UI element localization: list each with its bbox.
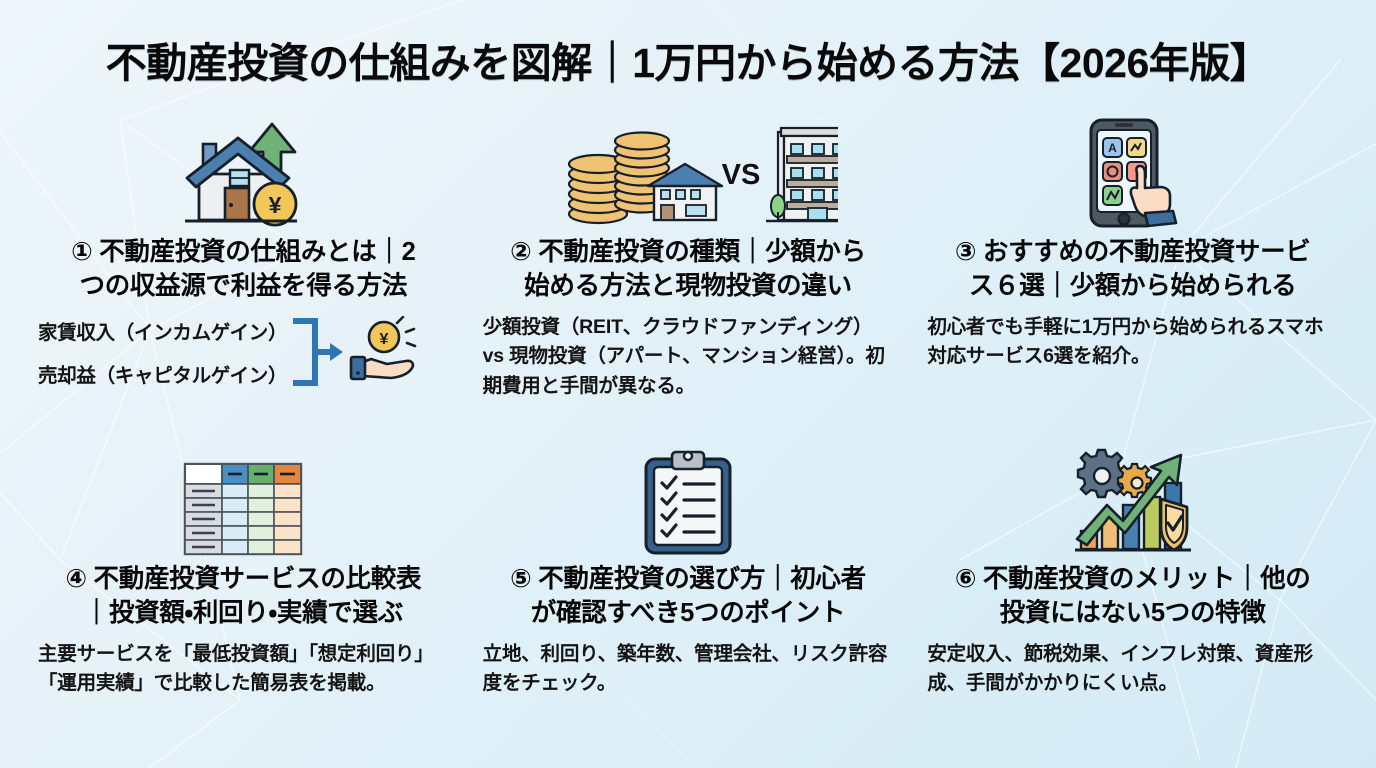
vs-label: VS [722,159,761,191]
card-1-heading-line-2: つの収益源で利益を得る方法 [79,271,408,300]
card-1-flow-diagram: 家賃収入（インカムゲイン） 売却益（キャピタルゲイン） [38,313,449,391]
page-title: 不動産投資の仕組みを図解｜1万円から始める方法【2026年版】 [105,40,1271,86]
smartphone-app-tap-icon: A [1075,118,1191,230]
card-1: ¥ ① 不動産投資の仕組みとは｜2 つの収益源で利益を得る方法 家賃収入（インカ… [26,118,461,441]
card-3-heading-line-1: ③ おすすめの不動産投資サービ [954,238,1311,266]
growth-chart-gears-shield-icon [1069,445,1197,557]
card-6-heading: ⑥ 不動産投資のメリット｜他の 投資にはない5つの特徴 [955,563,1311,631]
card-6: ⑥ 不動産投資のメリット｜他の 投資にはない5つの特徴 安定収入、節税効果、イン… [915,445,1350,768]
coins-house-vs-apartment-building-icon: VS [538,118,838,230]
card-5-heading-line-2: が確認すべき5つのポイント [530,598,846,627]
card-2-heading-line-1: ② 不動産投資の種類｜少額から [510,238,866,266]
card-2-heading: ② 不動産投資の種類｜少額から 始める方法と現物投資の違い [510,236,866,304]
comparison-table-icon [182,445,304,557]
card-6-heading-line-1: ⑥ 不動産投資のメリット｜他の [954,565,1311,593]
card-5-heading: ⑤ 不動産投資の選び方｜初心者 が確認すべき5つのポイント [510,563,866,631]
card-1-heading-line-1: ① 不動産投資の仕組みとは｜2 [71,238,416,266]
clipboard-checklist-icon [636,445,740,557]
card-5-body: 立地、利回り、築年数、管理会社、リスク許容度をチェック。 [482,642,888,695]
bracket-arrow-icon [289,313,345,391]
flow-label-capital-gain: 売却益（キャピタルゲイン） [38,364,288,387]
svg-text:A: A [1108,141,1117,155]
card-1-flow-labels: 家賃収入（インカムゲイン） 売却益（キャピタルゲイン） [38,316,288,388]
card-2-body: 少額投資（REIT、クラウドファンディング）vs 現物投資（アパート、マンション… [482,315,885,398]
card-1-heading: ① 不動産投資の仕組みとは｜2 つの収益源で利益を得る方法 [71,236,416,304]
svg-text:¥: ¥ [380,331,389,348]
card-6-body: 安定収入、節税効果、インフレ対策、資産形成、手間がかかりにくい点。 [927,642,1313,695]
house-with-growth-arrow-and-yen-coin-icon: ¥ [177,118,309,230]
flow-label-income-gain: 家賃収入（インカムゲイン） [38,321,288,344]
svg-text:¥: ¥ [269,192,282,218]
card-4-heading: ④ 不動産投資サービスの比較表 ｜投資額・利回り・実績で選ぶ [65,563,421,631]
card-3: A ③ おすすめの不動産投資サービ ス６選｜少額から始められる 初心者でも [915,118,1350,441]
card-5: ⑤ 不動産投資の選び方｜初心者 が確認すべき5つのポイント 立地、利回り、築年数… [471,445,906,768]
card-4: ④ 不動産投資サービスの比較表 ｜投資額・利回り・実績で選ぶ 主要サービスを「最… [26,445,461,768]
card-4-heading-line-2: ｜投資額・利回り・実績で選ぶ [83,598,403,627]
card-4-heading-line-1: ④ 不動産投資サービスの比較表 [65,565,422,593]
card-3-heading-line-2: ス６選｜少額から始められる [968,271,1297,300]
card-3-heading: ③ おすすめの不動産投資サービ ス６選｜少額から始められる [955,236,1311,304]
card-2-heading-line-2: 始める方法と現物投資の違い [524,271,852,300]
card-2: VS [471,118,906,441]
card-6-heading-line-2: 投資にはない5つの特徴 [999,598,1266,627]
card-3-body: 初心者でも手軽に1万円から始められるスマホ対応サービス6選を紹介。 [927,315,1324,368]
card-5-heading-line-1: ⑤ 不動産投資の選び方｜初心者 [510,565,866,593]
page-title-bar: 不動産投資の仕組みを図解｜1万円から始める方法【2026年版】 [26,0,1350,118]
hand-holding-yen-coin-icon: ¥ [347,315,419,388]
card-grid: ¥ ① 不動産投資の仕組みとは｜2 つの収益源で利益を得る方法 家賃収入（インカ… [26,118,1350,768]
card-4-body: 主要サービスを「最低投資額」「想定利回り」「運用実績」で比較した簡易表を掲載。 [38,642,434,695]
